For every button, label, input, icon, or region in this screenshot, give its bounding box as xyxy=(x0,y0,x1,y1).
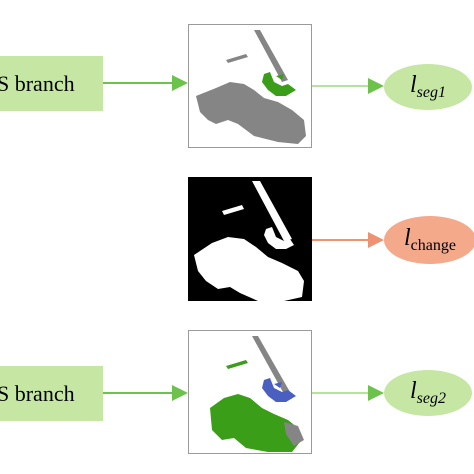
loss-seg1-ellipse: lseg1 xyxy=(384,64,472,110)
branch-label-bottom: S branch xyxy=(0,380,75,406)
branch-label-top: S branch xyxy=(0,70,75,96)
loss-seg2-label: lseg2 xyxy=(410,378,446,407)
branch-box-bottom: S branch xyxy=(0,366,103,421)
change-map-middle xyxy=(188,177,312,301)
segmentation-map-top xyxy=(188,24,312,148)
loss-seg2-ellipse: lseg2 xyxy=(384,370,472,416)
loss-seg1-label: lseg1 xyxy=(410,72,446,101)
loss-change-ellipse: lchange xyxy=(384,216,474,264)
branch-box-top: S branch xyxy=(0,56,103,111)
loss-change-label: lchange xyxy=(404,225,456,254)
segmentation-map-bottom xyxy=(188,330,312,454)
